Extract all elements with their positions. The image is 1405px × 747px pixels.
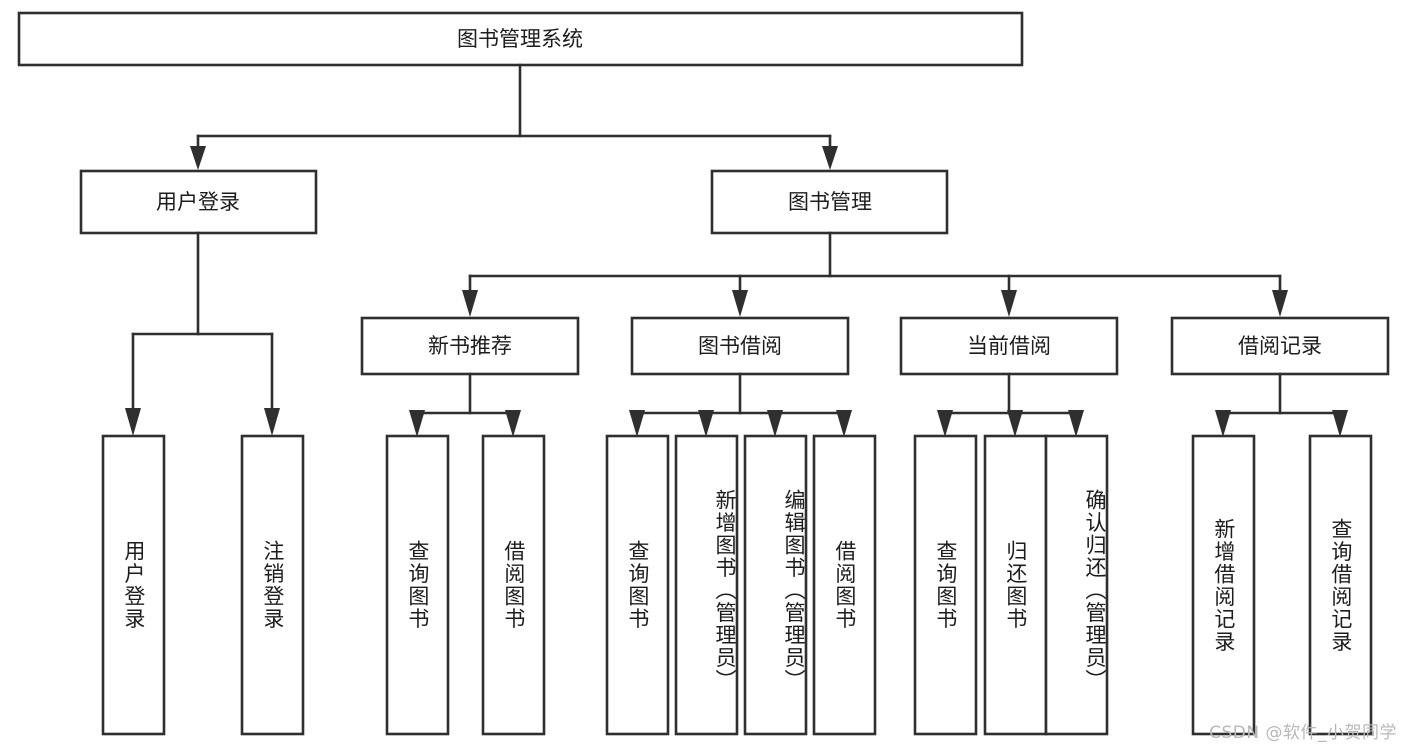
- node-current-borrow[interactable]: 当前借阅: [899, 316, 1119, 376]
- arrow-to-book-borrow: [732, 290, 748, 317]
- watermark-text: CSDN @软件_小贺同学: [1209, 723, 1397, 743]
- node-book-borrow[interactable]: 图书借阅: [630, 316, 850, 376]
- node-root-box[interactable]: [17, 11, 1024, 67]
- arrow-to-leaf-edit-book: [767, 410, 783, 437]
- node-root-label: 图书管理系统: [457, 27, 583, 51]
- node-borrow-record-label: 借阅记录: [1238, 334, 1322, 358]
- arrow-to-leaf-query-book-1: [409, 410, 425, 437]
- arrow-root-to-user-login: [190, 146, 206, 170]
- node-user-login[interactable]: 用户登录: [79, 169, 318, 235]
- arrow-root-to-book-management: [822, 146, 838, 170]
- arrow-to-leaf-logout-login: [264, 408, 280, 436]
- node-book-management-label: 图书管理: [788, 190, 872, 214]
- node-new-book-recommend[interactable]: 新书推荐: [360, 316, 580, 376]
- node-borrow-record-box[interactable]: [1170, 316, 1390, 376]
- node-book-borrow-label: 图书借阅: [698, 334, 782, 358]
- leaf-borrow-book-1-box[interactable]: [481, 434, 546, 736]
- arrow-to-leaf-add-book: [698, 410, 714, 437]
- leaf-edit-book-box[interactable]: [743, 434, 808, 736]
- node-current-borrow-box[interactable]: [899, 316, 1119, 376]
- arrow-to-leaf-query-record: [1332, 410, 1348, 437]
- arrow-to-new-book-recommend: [462, 290, 478, 317]
- arrow-to-leaf-borrow-book-1: [505, 410, 521, 437]
- leaf-add-book-box[interactable]: [674, 434, 739, 736]
- leaf-user-login-box[interactable]: [101, 434, 166, 736]
- arrow-to-borrow-record: [1272, 290, 1288, 317]
- arrow-to-leaf-borrow-book-2: [836, 410, 852, 437]
- leaf-query-book-1-box[interactable]: [385, 434, 450, 736]
- arrow-to-leaf-return-book: [1007, 410, 1023, 437]
- node-borrow-record[interactable]: 借阅记录: [1170, 316, 1390, 376]
- leaf-logout-login-box[interactable]: [240, 434, 305, 736]
- arrow-to-leaf-add-record: [1215, 410, 1231, 437]
- arrow-to-leaf-query-book-2: [629, 410, 645, 437]
- node-book-borrow-box[interactable]: [630, 316, 850, 376]
- node-current-borrow-label: 当前借阅: [967, 334, 1051, 358]
- node-new-book-recommend-box[interactable]: [360, 316, 580, 376]
- arrow-to-leaf-query-book-3: [937, 410, 953, 437]
- node-book-management[interactable]: 图书管理: [710, 169, 949, 235]
- leaf-return-book-box[interactable]: [983, 434, 1048, 736]
- arrow-to-current-borrow: [1001, 290, 1017, 317]
- node-user-login-label: 用户登录: [156, 190, 240, 214]
- leaf-query-record-box[interactable]: [1308, 434, 1373, 736]
- leaf-confirm-return-box[interactable]: [1044, 434, 1109, 736]
- node-root[interactable]: 图书管理系统: [17, 11, 1024, 67]
- leaf-borrow-book-2-box[interactable]: [812, 434, 877, 736]
- arrow-to-leaf-confirm-return: [1068, 410, 1084, 437]
- leaf-add-record-box[interactable]: [1191, 434, 1256, 736]
- node-book-management-box[interactable]: [710, 169, 949, 235]
- arrow-to-leaf-user-login: [125, 408, 141, 436]
- leaf-query-book-3-box[interactable]: [913, 434, 978, 736]
- node-new-book-recommend-label: 新书推荐: [428, 334, 512, 358]
- leaf-query-book-2-box[interactable]: [605, 434, 670, 736]
